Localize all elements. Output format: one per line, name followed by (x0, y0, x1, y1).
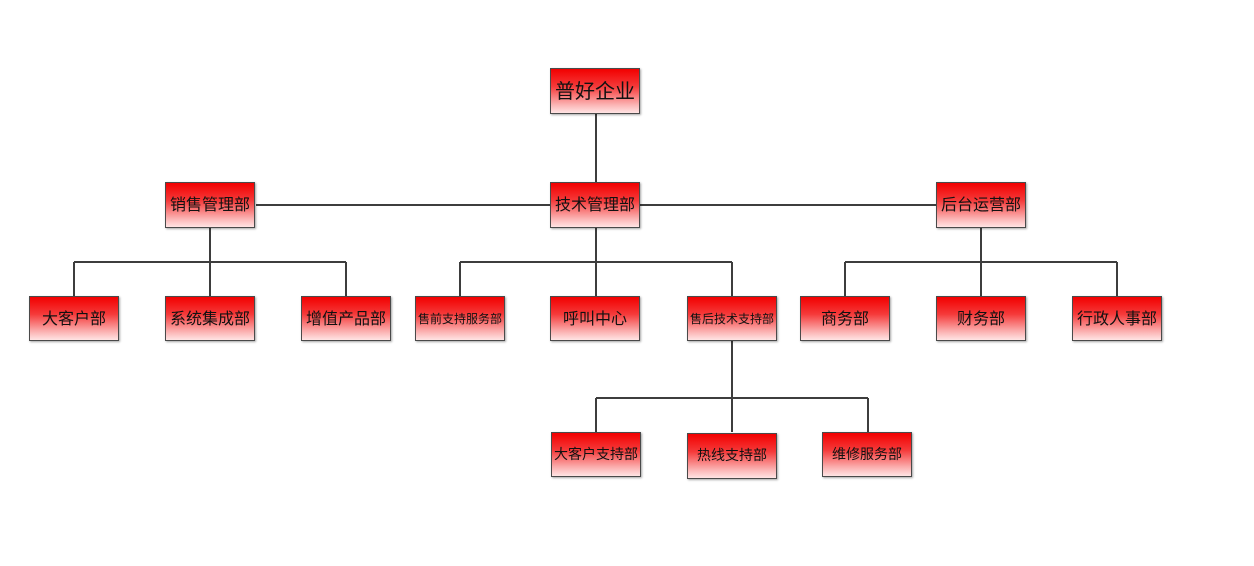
org-node-presales-support: 售前支持服务部 (415, 296, 505, 341)
org-node-call-center: 呼叫中心 (550, 296, 640, 341)
org-node-value-added: 增值产品部 (301, 296, 391, 341)
org-node-admin-hr: 行政人事部 (1072, 296, 1162, 341)
org-node-maintenance-service-label: 维修服务部 (832, 446, 902, 463)
org-node-value-added-label: 增值产品部 (305, 308, 386, 328)
org-node-presales-support-label: 售前支持服务部 (417, 311, 502, 326)
org-node-aftersales-support: 售后技术支持部 (687, 296, 777, 341)
org-node-finance-label: 财务部 (956, 308, 1005, 328)
org-node-key-account-support: 大客户支持部 (551, 432, 641, 477)
org-node-tech-label: 技术管理部 (554, 195, 635, 214)
org-node-key-account-support-label: 大客户支持部 (554, 446, 638, 463)
org-node-business-label: 商务部 (820, 308, 869, 328)
org-node-root-label: 普好企业 (555, 79, 635, 103)
org-node-finance: 财务部 (936, 296, 1026, 341)
org-node-backoffice-label: 后台运营部 (940, 195, 1021, 214)
org-node-key-accounts: 大客户部 (29, 296, 119, 341)
org-node-key-accounts-label: 大客户部 (41, 308, 106, 328)
org-node-tech: 技术管理部 (550, 182, 640, 228)
org-node-aftersales-support-label: 售后技术支持部 (689, 311, 774, 326)
org-node-backoffice: 后台运营部 (936, 182, 1026, 228)
org-node-admin-hr-label: 行政人事部 (1076, 308, 1157, 328)
org-node-hotline-support-label: 热线支持部 (697, 448, 767, 464)
org-node-call-center-label: 呼叫中心 (562, 308, 627, 328)
org-node-hotline-support: 热线支持部 (687, 433, 777, 479)
org-node-sales-label: 销售管理部 (169, 195, 250, 214)
org-node-maintenance-service: 维修服务部 (822, 432, 912, 477)
org-node-business: 商务部 (800, 296, 890, 341)
org-node-sales: 销售管理部 (165, 182, 255, 228)
org-node-system-integration: 系统集成部 (165, 296, 255, 341)
org-node-root: 普好企业 (550, 68, 640, 114)
org-node-system-integration-label: 系统集成部 (169, 308, 250, 328)
